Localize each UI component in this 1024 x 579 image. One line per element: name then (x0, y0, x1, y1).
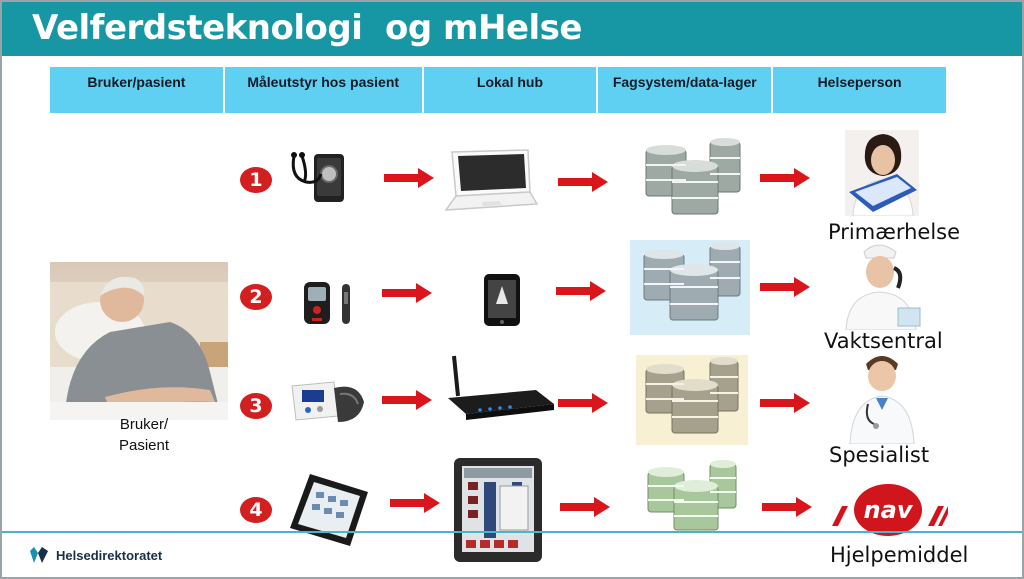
recipient-label-1: Primærhelse (828, 220, 961, 244)
database-storage-icon (636, 458, 748, 543)
database-storage-icon (630, 240, 750, 340)
arrow-r3-b (558, 393, 608, 413)
column-header-hub: Lokal hub (423, 67, 597, 113)
blood-pressure-monitor-icon (288, 372, 368, 439)
arrow-r4-a (390, 493, 440, 513)
arrow-r3-c (760, 393, 810, 413)
nav-logo: nav (828, 482, 948, 543)
title-bar: Velferdsteknologi og mHelse (2, 2, 1022, 56)
column-header-device: Måleutstyr hos pasient (224, 67, 422, 113)
database-storage-icon (636, 355, 748, 450)
step-badge-2: 2 (240, 284, 272, 310)
glucose-meter-icon (300, 278, 356, 333)
arrow-r2-a (382, 283, 432, 303)
nav-logo-text: nav (864, 496, 914, 524)
column-header-healthcare: Helseperson (773, 67, 946, 113)
footer-logo: Helsedirektoratet (28, 545, 162, 565)
patient-caption-line2: Pasient (118, 437, 170, 454)
slide-title: Velferdsteknologi og mHelse (32, 8, 582, 48)
step-badge-4: 4 (240, 497, 272, 523)
recipient-label-2: Vaktsentral (824, 329, 943, 353)
helsedirektoratet-logo-icon (30, 547, 48, 563)
smartphone-icon (282, 468, 378, 553)
router-icon (444, 354, 556, 429)
laptop-icon (438, 148, 539, 219)
arrow-r2-c (760, 277, 810, 297)
database-storage-icon (630, 132, 750, 227)
arrow-r1-b (558, 172, 608, 192)
step-badge-1: 1 (240, 167, 272, 193)
arrow-r1-a (384, 168, 434, 188)
column-header-storage: Fagsystem/data-lager (598, 67, 772, 113)
nurse-on-phone-photo (838, 238, 924, 335)
patient-photo (50, 262, 228, 420)
recipient-label-4: Hjelpemiddel (830, 543, 969, 567)
footer-logo-text: Helsedirektoratet (56, 547, 163, 563)
arrow-r4-b (560, 497, 610, 517)
smartphone-icon (482, 272, 522, 335)
arrow-r2-b (556, 281, 606, 301)
footer-divider (2, 531, 1022, 533)
patient-caption-line1: Bruker/ (119, 416, 169, 433)
arrow-r4-c (762, 497, 812, 517)
patient-caption: Bruker/ Pasient (50, 414, 238, 456)
tablet-icon (452, 456, 544, 569)
stethoscope-phone-icon (286, 148, 348, 213)
column-header-patient: Bruker/pasient (50, 67, 223, 113)
doctor-with-folder-photo (845, 130, 919, 221)
specialist-doctor-photo (846, 348, 918, 449)
arrow-r3-a (382, 390, 432, 410)
column-header-row: Bruker/pasient Måleutstyr hos pasient Lo… (50, 67, 946, 113)
step-badge-3: 3 (240, 393, 272, 419)
arrow-r1-c (760, 168, 810, 188)
recipient-label-3: Spesialist (829, 443, 930, 467)
